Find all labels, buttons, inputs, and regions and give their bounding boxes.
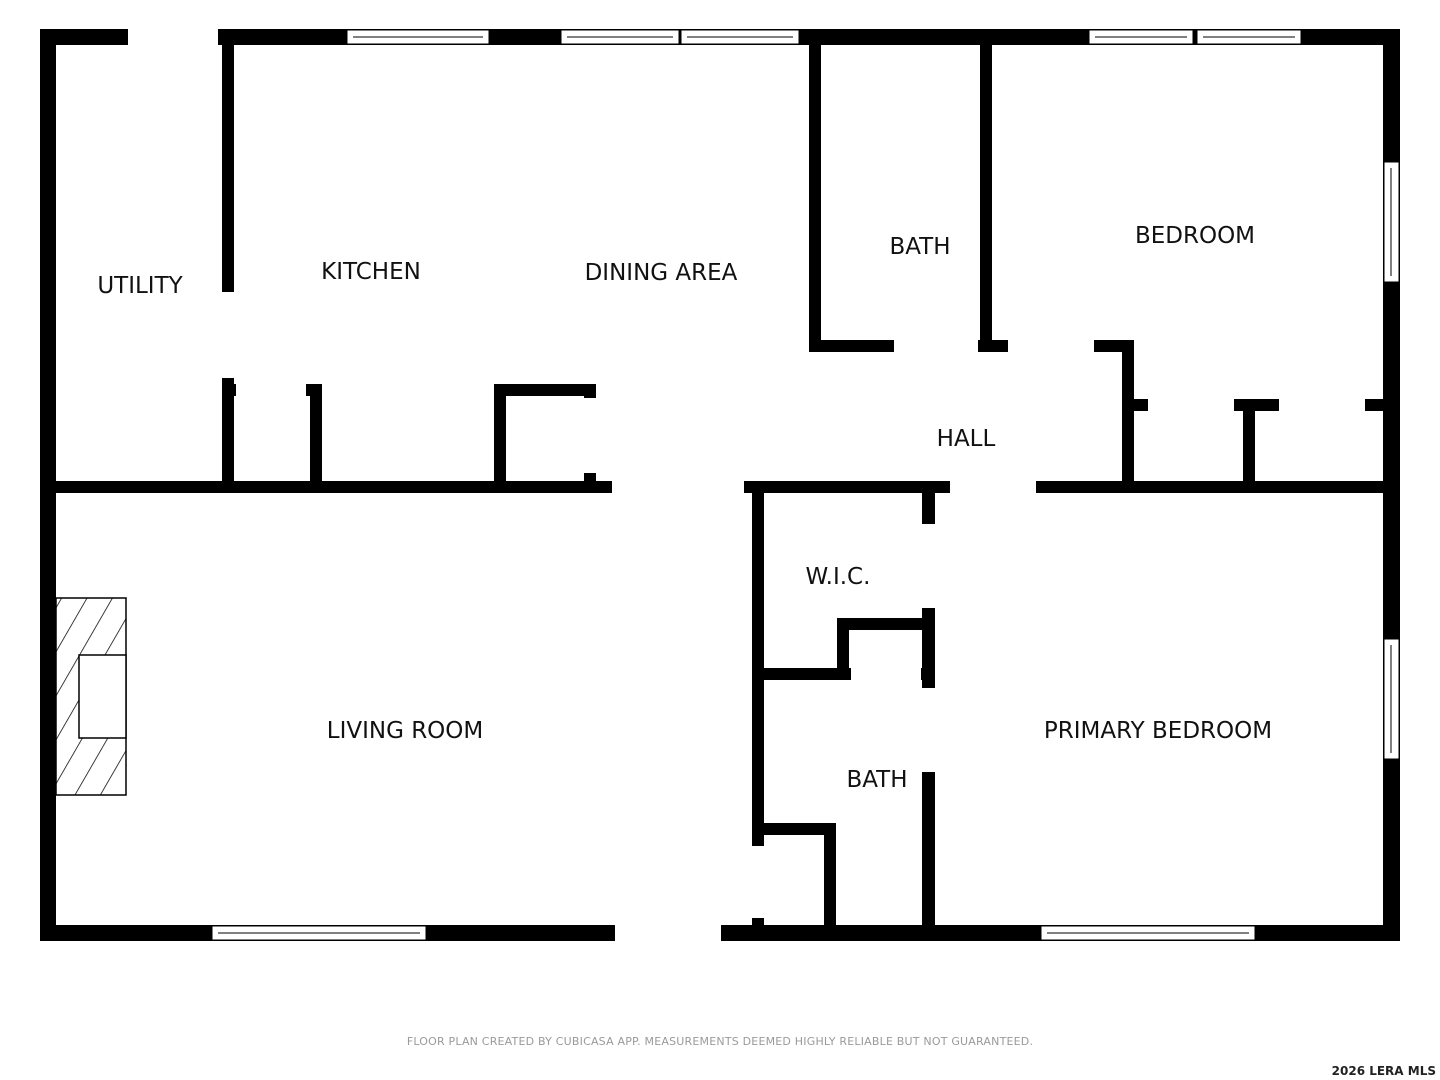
door-openings [128, 29, 1365, 941]
room-labels: UTILITY KITCHEN DINING AREA BATH BEDROOM… [97, 223, 1272, 793]
door-kitchen-closet [236, 384, 306, 396]
door-living-bath-closet [752, 846, 764, 918]
label-utility: UTILITY [97, 273, 183, 299]
label-bath-lower: BATH [846, 767, 907, 793]
door-bath-primary [922, 688, 935, 772]
label-primary-bedroom: PRIMARY BEDROOM [1044, 718, 1272, 744]
door-bedroom [1008, 340, 1094, 352]
label-bedroom: BEDROOM [1135, 223, 1255, 249]
wall-bedroom-closet-divider [1243, 399, 1255, 493]
door-bath-upper [894, 340, 978, 352]
wall-wic-inner-top [837, 618, 935, 630]
door-dining-living [612, 481, 744, 493]
label-kitchen: KITCHEN [321, 259, 421, 285]
wall-hall-right [1122, 340, 1134, 493]
wall-pantry-top [494, 384, 596, 396]
label-bath-upper: BATH [889, 234, 950, 260]
wall-bath-right [980, 29, 992, 352]
windows [211, 29, 1400, 941]
wall-bath-closet-right [824, 823, 836, 941]
wall-bath-left [809, 29, 821, 352]
wall-utility-kitchen [222, 29, 234, 493]
label-living-room: LIVING ROOM [327, 718, 484, 744]
door-pantry [584, 398, 596, 473]
door-front [615, 925, 721, 941]
door-utility-exterior [128, 29, 218, 45]
fireplace-icon [55, 597, 127, 796]
door-wic-inner [851, 668, 921, 680]
door-utility-kitchen [222, 292, 234, 378]
wall-wic-inner-left [837, 618, 849, 680]
label-dining-area: DINING AREA [585, 260, 738, 286]
door-bedroom-closet-left [1148, 399, 1234, 411]
door-bedroom-closet-right [1279, 399, 1365, 411]
label-hall: HALL [937, 426, 996, 452]
wall-bath-closet-top [752, 823, 836, 835]
door-hall-primary [950, 481, 1036, 493]
label-wic: W.I.C. [806, 564, 871, 590]
door-wic [922, 524, 935, 608]
copyright-mark: 2026 LERA MLS [1331, 1064, 1436, 1078]
footer-disclaimer: FLOOR PLAN CREATED BY CUBICASA APP. MEAS… [406, 1035, 1034, 1048]
wall-pantry-left [494, 384, 506, 493]
wall-kitchen-closet-right [310, 384, 322, 493]
